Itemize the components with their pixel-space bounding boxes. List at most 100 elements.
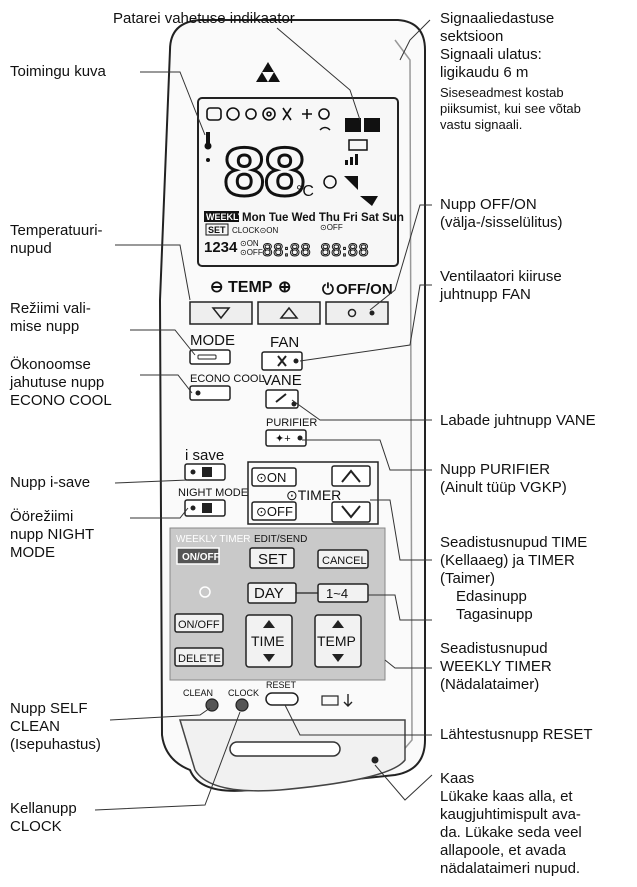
- cover-slot: [229, 741, 341, 757]
- label-cover: Kaas Lükake kaas alla, et kaugjuhtimispu…: [440, 770, 582, 877]
- label-fan-speed: Ventilaatori kiiruse juhtnupp FAN: [440, 268, 562, 303]
- mode-button[interactable]: [189, 349, 231, 365]
- display-numbers: 1234: [204, 239, 238, 256]
- isave-label: i save: [185, 447, 224, 464]
- set-badge: SET: [208, 225, 226, 235]
- cancel-button-label: CANCEL: [322, 555, 367, 567]
- night-mode-label: NIGHT MODE: [178, 487, 248, 499]
- label-temp-buttons: Temperatuuri- nupud: [10, 222, 103, 257]
- cover-dot: [371, 756, 379, 764]
- mode-icons: [206, 107, 330, 121]
- temp-down-button[interactable]: [189, 301, 253, 325]
- onoff2-button[interactable]: [174, 613, 224, 633]
- timer-forward-button[interactable]: [331, 465, 371, 487]
- signal-icon: [348, 139, 368, 151]
- leader-lines: [94, 19, 433, 811]
- timer-label: ⊙TIMER: [286, 487, 341, 503]
- offon-label: OFF/ON: [336, 281, 393, 298]
- time-button[interactable]: [245, 614, 293, 668]
- reset-label: RESET: [266, 680, 297, 690]
- reset-button[interactable]: [265, 692, 299, 706]
- edit-send-label: EDIT/SEND: [254, 534, 307, 545]
- label-time-timer: Seadistusnupud TIME (Kellaaeg) ja TIMER …: [440, 534, 588, 587]
- weekly-onoff-button[interactable]: [176, 547, 220, 565]
- timer-off-button[interactable]: [251, 501, 297, 521]
- off-on-button[interactable]: [325, 301, 389, 325]
- time-button-label: TIME: [251, 633, 284, 649]
- purifier-icon: ✦+: [275, 433, 291, 445]
- timer-back-button[interactable]: [331, 501, 371, 523]
- vane-label: VANE: [262, 372, 302, 389]
- fan-icon: [277, 355, 287, 367]
- battery-slot-icon: [321, 695, 339, 706]
- label-battery-indicator: Patarei vahetuse indikaator: [113, 10, 295, 27]
- weekly-badge-bg: [204, 211, 239, 222]
- chevron-up-icon: [341, 469, 361, 483]
- timer-off-label: ⊙OFF: [256, 504, 293, 519]
- label-purifier: Nupp PURIFIER (Ainult tüüp VGKP): [440, 461, 567, 496]
- clock-button[interactable]: [235, 698, 249, 712]
- svg-text:⊙OFF: ⊙OFF: [240, 248, 263, 257]
- display-time-right: 88:88: [320, 241, 369, 261]
- set-badge-box: [205, 223, 229, 236]
- timer-on-label: ⊙ON: [256, 470, 286, 485]
- battery-icon: [345, 118, 361, 132]
- onoff2-button-label: ON/OFF: [178, 619, 220, 631]
- clock-label: CLOCK: [228, 688, 259, 698]
- night-mode-icon: [202, 503, 212, 513]
- label-vane: Labade juhtnupp VANE: [440, 412, 596, 429]
- delete-button[interactable]: [174, 647, 224, 667]
- temp-weekly-button-label: TEMP: [317, 633, 356, 649]
- purifier-label: PURIFIER: [266, 417, 317, 429]
- label-off-on: Nupp OFF/ON (välja-/sisselülitus): [440, 196, 563, 231]
- mitsubishi-logo: [256, 62, 280, 82]
- fan-label: FAN: [270, 334, 299, 351]
- clock-on-small: CLOCK⊙ON: [232, 226, 278, 235]
- purifier-button[interactable]: [265, 429, 307, 447]
- thermometer-icon: [206, 132, 210, 144]
- display-unit: °C: [296, 183, 314, 200]
- label-signal-section: Signaaliedastuse sektsioon Signaali ulat…: [440, 10, 555, 81]
- clock-icon: [199, 586, 211, 598]
- temp-weekly-button[interactable]: [314, 614, 362, 668]
- temp-up-button[interactable]: [257, 301, 321, 325]
- svg-text:⏻: ⏻: [322, 281, 334, 298]
- label-operation-display: Toimingu kuva: [10, 63, 106, 80]
- chevron-down-icon: [341, 505, 361, 519]
- vane-button[interactable]: [265, 389, 299, 409]
- range-button-label: 1~4: [326, 586, 348, 601]
- label-econo-cool: Ökonoomse jahutuse nupp ECONO COOL: [10, 356, 112, 409]
- fan-speed-icons: [323, 154, 378, 206]
- display-on-off: ⊙ON: [240, 239, 259, 248]
- temp-up-icon: [279, 306, 299, 319]
- clean-button[interactable]: [205, 698, 219, 712]
- off-small: ⊙OFF: [320, 223, 343, 232]
- timer-panel: [247, 461, 379, 525]
- label-reset: Lähtestusnupp RESET: [440, 726, 593, 743]
- label-self-clean: Nupp SELF CLEAN (Isepuhastus): [10, 700, 101, 753]
- display-temperature: 88: [222, 137, 304, 211]
- set-button[interactable]: [249, 547, 295, 569]
- display-time-left: 88:88: [262, 241, 311, 261]
- label-forward-back: Edasinupp Tagasinupp: [456, 588, 533, 623]
- lcd-display: [197, 97, 399, 267]
- day-button-label: DAY: [254, 585, 284, 602]
- mode-label: MODE: [190, 332, 235, 349]
- weekly-badge: WEEKLY: [206, 212, 244, 222]
- vane-icon: [275, 393, 287, 403]
- set-button-label: SET: [258, 551, 287, 568]
- temp-down-icon: [211, 307, 231, 320]
- display-days: Mon Tue Wed Thu Fri Sat Sun: [242, 212, 404, 224]
- indicator-dot: [206, 158, 210, 162]
- label-i-save: Nupp i-save: [10, 474, 91, 491]
- cancel-button[interactable]: [317, 549, 369, 569]
- econo-cool-label: ECONO COOL: [190, 373, 265, 385]
- weekly-timer-label: WEEKLY TIMER: [176, 534, 250, 545]
- timer-on-button[interactable]: [251, 467, 297, 487]
- econo-cool-button[interactable]: [189, 385, 231, 401]
- label-night-mode: Öörežiimi nupp NIGHT MODE: [10, 508, 95, 561]
- label-weekly-timer: Seadistusnupud WEEKLY TIMER (Nädalataime…: [440, 640, 552, 693]
- label-clock: Kellanupp CLOCK: [10, 800, 77, 835]
- svg-text:⊕: ⊕: [278, 279, 291, 296]
